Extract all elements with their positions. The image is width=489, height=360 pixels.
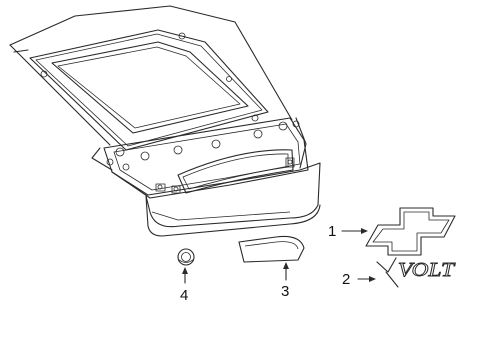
callout-label-3: 3 (281, 283, 289, 300)
callout-label-2: 2 (342, 271, 350, 288)
trim-molding (238, 235, 305, 263)
callout-label-4: 4 (180, 287, 188, 304)
callout-3-arrow (283, 262, 289, 281)
callout-label-1: 1 (328, 223, 336, 240)
callout-4-arrow (182, 267, 188, 284)
volt-badge: VOLT (376, 257, 457, 288)
volt-badge-text: VOLT (398, 259, 456, 281)
callout-2-arrow (357, 276, 376, 282)
callout-1-arrow (341, 228, 368, 234)
liftgate-assembly (9, 5, 321, 237)
bowtie-emblem (365, 207, 456, 256)
grommet (177, 248, 195, 266)
